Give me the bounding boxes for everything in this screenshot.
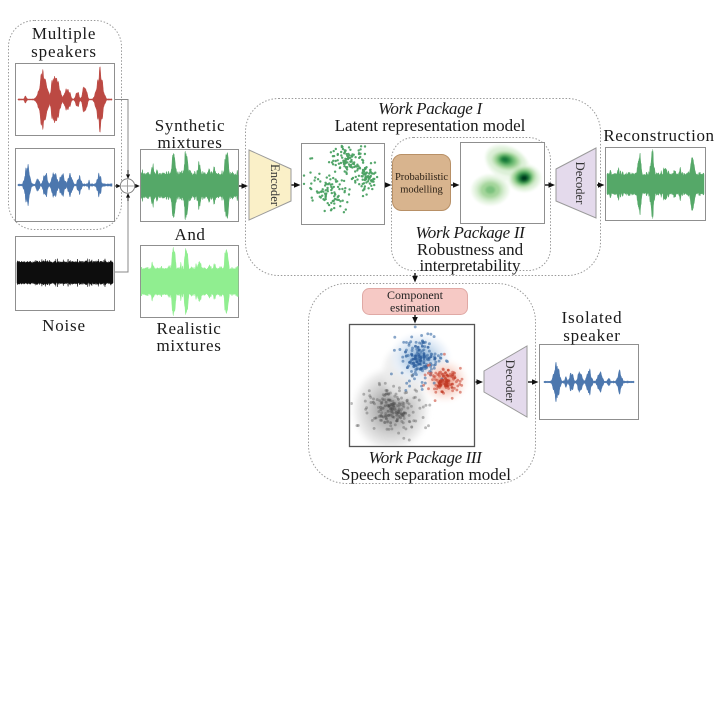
svg-text:Isolated: Isolated: [561, 308, 622, 327]
svg-text:Probabilistic: Probabilistic: [395, 172, 448, 183]
svg-text:Synthetic: Synthetic: [155, 116, 226, 135]
svg-text:Work Package I: Work Package I: [378, 99, 483, 118]
svg-text:mixtures: mixtures: [157, 133, 222, 152]
svg-text:Reconstruction: Reconstruction: [603, 126, 714, 145]
svg-text:speaker: speaker: [563, 326, 621, 345]
svg-text:Multiple: Multiple: [32, 24, 96, 43]
svg-text:And: And: [174, 225, 205, 244]
svg-text:Component: Component: [387, 288, 444, 302]
svg-text:Noise: Noise: [42, 316, 86, 335]
svg-text:Work Package II: Work Package II: [415, 223, 526, 242]
svg-text:speakers: speakers: [31, 42, 97, 61]
svg-text:Speech separation model: Speech separation model: [341, 465, 511, 484]
svg-text:estimation: estimation: [390, 301, 440, 315]
svg-text:interpretability: interpretability: [419, 256, 521, 275]
svg-text:Decoder: Decoder: [573, 162, 587, 205]
svg-text:Encoder: Encoder: [268, 164, 282, 207]
svg-text:mixtures: mixtures: [156, 336, 221, 355]
svg-text:Latent representation model: Latent representation model: [335, 116, 526, 135]
svg-text:modelling: modelling: [400, 185, 443, 196]
svg-text:Robustness and: Robustness and: [417, 240, 524, 259]
svg-text:Realistic: Realistic: [157, 319, 222, 338]
svg-text:Work Package III: Work Package III: [369, 448, 484, 467]
svg-text:Decoder: Decoder: [503, 360, 517, 403]
